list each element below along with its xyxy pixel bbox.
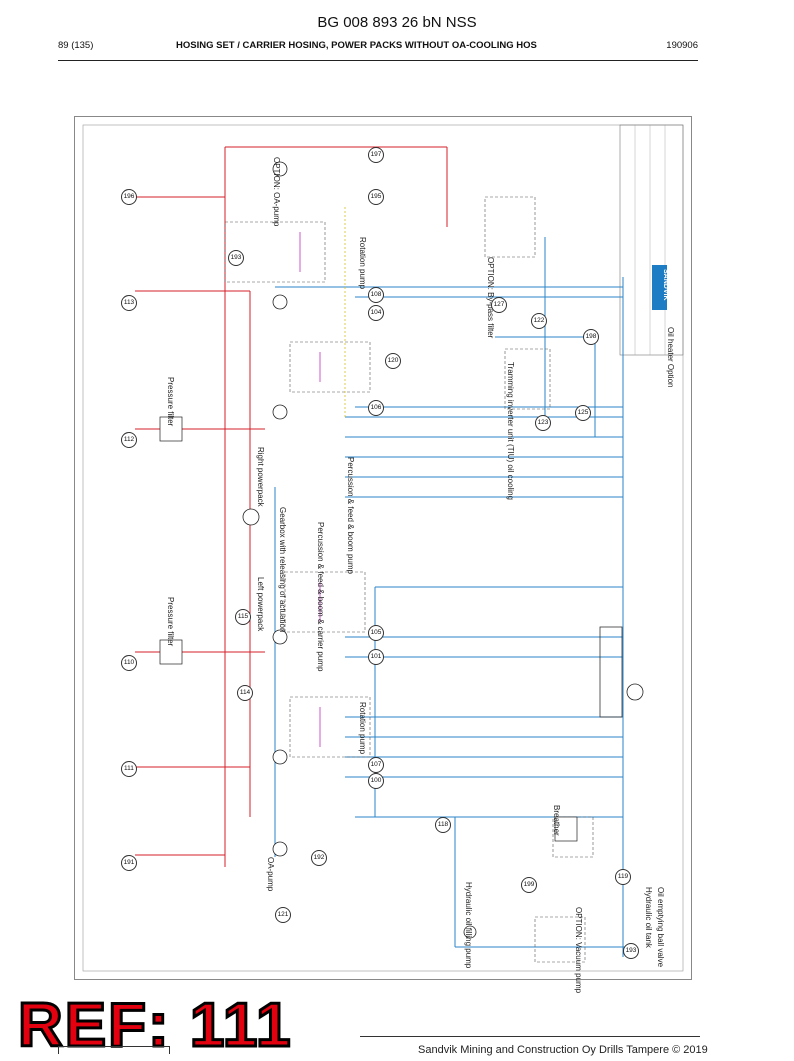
callout-111: 111 — [121, 761, 137, 777]
label-left-powerpack: Left powerpack — [256, 577, 265, 632]
callout-193: 193 — [228, 250, 244, 266]
label-percussion-feed-boom: Percussion & feed & boom pump — [346, 457, 355, 574]
footer-copyright: Sandvik Mining and Construction Oy Drill… — [418, 1044, 708, 1056]
label-oil-heater-option: Oil heater Option — [666, 327, 675, 388]
callout-105: 105 — [368, 625, 384, 641]
callout-122: 122 — [531, 313, 547, 329]
label-oa-pump: OA-pump — [266, 857, 275, 892]
footer-logo — [58, 1046, 170, 1054]
callout-108: 108 — [368, 287, 384, 303]
label-gearbox: Gearbox with releasing of actuation — [278, 507, 287, 633]
label-pressure-filter-top: Pressure filter — [166, 377, 175, 427]
callout-104: 104 — [368, 305, 384, 321]
label-rotation-pump-top: Rotation pump — [358, 237, 367, 290]
callout-101: 101 — [368, 649, 384, 665]
footer-divider — [360, 1036, 700, 1037]
header-row: 89 (135) HOSING SET / CARRIER HOSING, PO… — [58, 40, 698, 56]
callout-123: 123 — [535, 415, 551, 431]
callout-192: 192 — [311, 850, 327, 866]
page-heading: HOSING SET / CARRIER HOSING, POWER PACKS… — [176, 40, 537, 51]
document-title: BG 008 893 26 bN NSS — [317, 14, 477, 31]
label-oil-emptying-ball-valve: Oil emptying ball valve — [656, 887, 665, 968]
callout-110: 110 — [121, 655, 137, 671]
hydraulic-schematic: OPTION: OA-pump Rotation pump Pressure f… — [74, 116, 692, 993]
callout-199: 199 — [521, 877, 537, 893]
label-hydraulic-oil-filling-pump: Hydraulic oil filling pump — [464, 882, 473, 969]
callout-191: 191 — [121, 855, 137, 871]
page-number: 89 (135) — [58, 40, 94, 51]
label-option-vacuum-pump: OPTION: Vacuum pump — [574, 907, 583, 994]
label-right-powerpack: Right powerpack — [256, 447, 265, 507]
callout-112: 112 — [121, 432, 137, 448]
callout-106: 106 — [368, 400, 384, 416]
callout-120: 120 — [385, 353, 401, 369]
callout-107: 107 — [368, 757, 384, 773]
callout-195: 195 — [368, 189, 384, 205]
callout-121: 121 — [275, 907, 291, 923]
ref-stamp: REF: 111 — [16, 990, 293, 1061]
callout-118: 118 — [435, 817, 451, 833]
callout-114: 114 — [237, 685, 253, 701]
callout-193-bottom: 193 — [623, 943, 639, 959]
callout-125: 125 — [575, 405, 591, 421]
sandvik-logo: SANDVIK — [662, 269, 669, 301]
header-divider — [58, 60, 698, 61]
callout-119: 119 — [615, 869, 631, 885]
label-hydraulic-oil-tank: Hydraulic oil tank — [644, 887, 653, 948]
callout-100: 100 — [368, 773, 384, 789]
label-option-oa-pump: OPTION: OA-pump — [272, 157, 281, 227]
callout-196: 196 — [121, 189, 137, 205]
schematic-drawing — [82, 124, 684, 972]
label-pressure-filter-bottom: Pressure filter — [166, 597, 175, 647]
label-breather: Breather — [552, 805, 561, 836]
label-tramming-inverter: Tramming inverter unit (TIU) oil cooling — [506, 362, 515, 500]
callout-115: 115 — [235, 609, 251, 625]
callout-197: 197 — [368, 147, 384, 163]
callout-127: 127 — [491, 297, 507, 313]
callout-198: 198 — [583, 329, 599, 345]
callout-113: 113 — [121, 295, 137, 311]
document-date: 190906 — [666, 40, 698, 51]
label-rotation-pump-bottom: Rotation pump — [358, 702, 367, 755]
label-percussion-feed-boom-carrier: Percussion & feed & boom & carrier pump — [316, 522, 325, 672]
